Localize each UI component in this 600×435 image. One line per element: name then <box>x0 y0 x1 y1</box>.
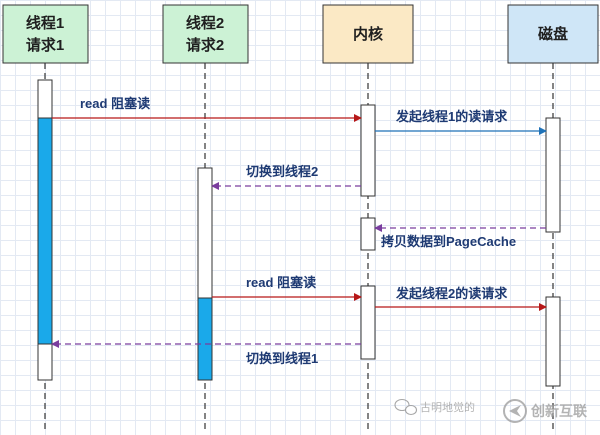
activation-thread1-blocked <box>37 117 53 345</box>
activation-kernel-3 <box>360 285 376 360</box>
message-disk-copy-label: 拷贝数据到PageCache <box>381 234 516 249</box>
activation-disk-1 <box>545 117 561 233</box>
message-switch-to-thread2-label: 切换到线程2 <box>246 164 318 179</box>
message-kernel-to-disk-2: 发起线程2的读请求 <box>375 286 547 311</box>
message-thread1-read-label: read 阻塞读 <box>80 96 150 111</box>
participant-thread1-line1: 线程1 <box>26 14 64 32</box>
participant-kernel: 内核 <box>322 4 414 64</box>
activation-thread2-blocked <box>197 297 213 381</box>
activation-kernel-1 <box>360 104 376 197</box>
participant-kernel-label: 内核 <box>353 25 383 43</box>
activation-thread1-top <box>37 79 53 119</box>
message-disk-copy: 拷贝数据到PageCache <box>374 224 546 249</box>
brand-logo-icon <box>503 399 527 423</box>
message-kernel-to-disk-1: 发起线程1的读请求 <box>375 109 547 135</box>
participant-thread2-line1: 线程2 <box>186 14 224 32</box>
activation-kernel-2 <box>360 217 376 251</box>
activation-thread2-top <box>197 167 213 299</box>
watermark: 古明地觉的 创新互联 <box>394 398 588 423</box>
participant-disk: 磁盘 <box>507 4 599 64</box>
message-switch-to-thread2: 切换到线程2 <box>211 164 361 190</box>
activation-disk-2 <box>545 296 561 387</box>
watermark-wechat-text: 古明地觉的 <box>420 400 475 414</box>
message-switch-to-thread1-label: 切换到线程1 <box>246 351 318 366</box>
message-switch-to-thread1: 切换到线程1 <box>51 340 361 366</box>
participant-thread2: 线程2 请求2 <box>162 4 249 64</box>
message-thread2-read: read 阻塞读 <box>212 275 362 301</box>
activation-thread1-bottom <box>37 343 53 381</box>
message-thread1-read: read 阻塞读 <box>52 96 362 122</box>
message-thread2-read-label: read 阻塞读 <box>246 275 316 290</box>
message-kernel-to-disk-2-label: 发起线程2的读请求 <box>395 286 508 301</box>
message-kernel-to-disk-1-label: 发起线程1的读请求 <box>395 109 508 124</box>
participant-disk-label: 磁盘 <box>538 25 568 43</box>
participant-thread1: 线程1 请求1 <box>2 4 89 64</box>
wechat-icon <box>394 398 418 416</box>
participant-thread1-line2: 请求1 <box>26 36 64 54</box>
watermark-brand-text: 创新互联 <box>530 403 588 419</box>
participant-thread2-line2: 请求2 <box>186 36 224 54</box>
